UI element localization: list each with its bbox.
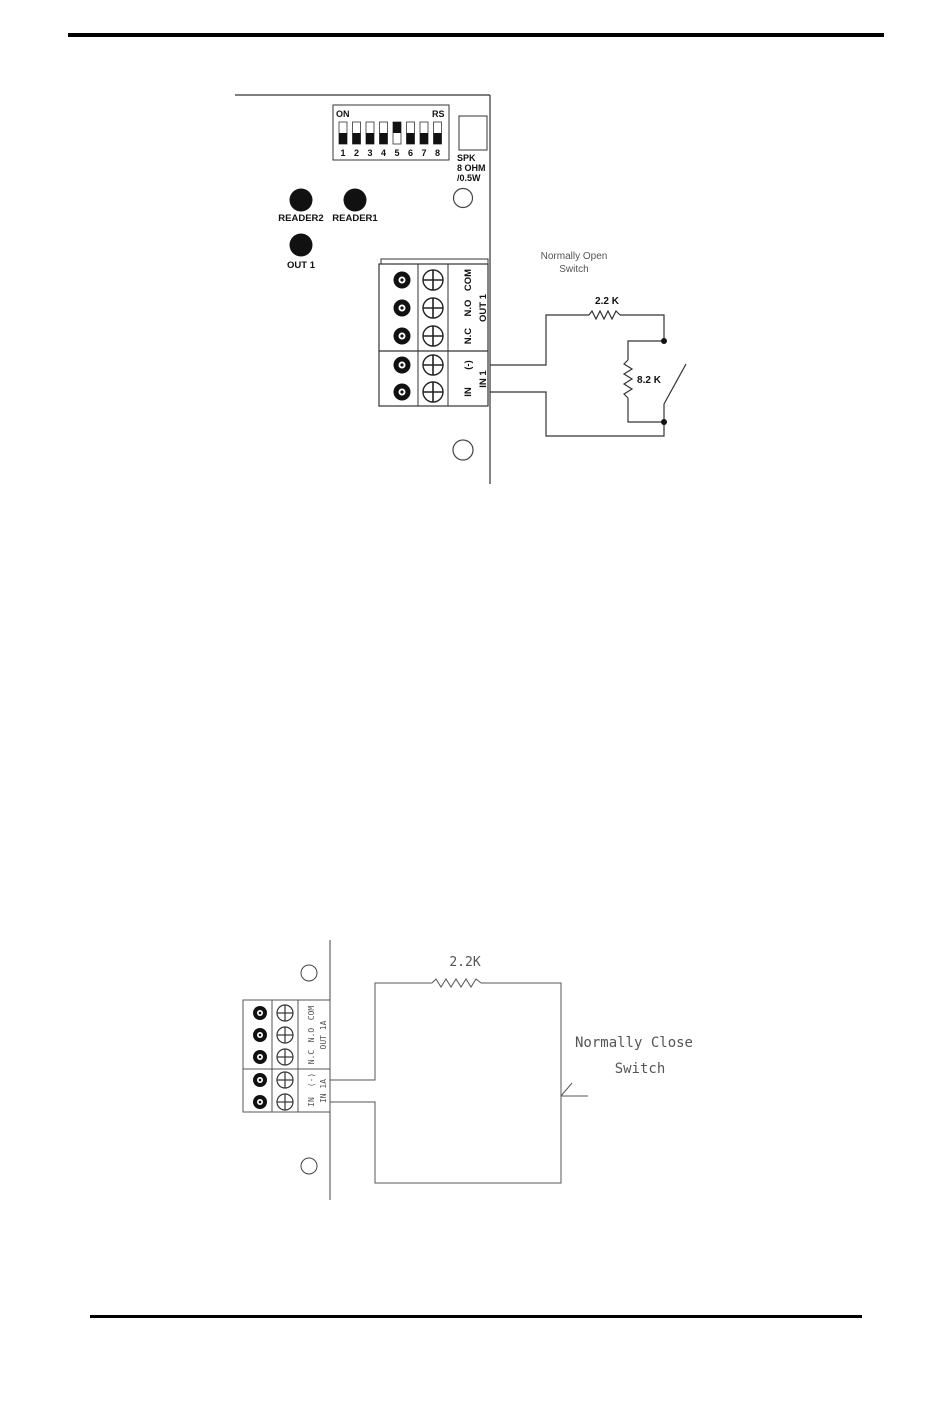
group-label-in1a: IN 1A [319,1079,328,1103]
screw-terminal [423,355,443,375]
mounting-hole [301,965,317,981]
speaker: SPK 8 OHM /0.5W [457,116,487,183]
led-reader2 [290,189,313,212]
wire-terminal [394,357,411,374]
dip-switch-slot [353,122,361,144]
terminal-block: COM N.O N.C (-) IN OUT 1A IN 1A [243,1000,330,1112]
dip-on-label: ON [336,109,350,119]
screw-terminal [423,270,443,290]
group-label-out1: OUT 1 [478,293,489,322]
terminal-label-minus: (-) [307,1073,316,1087]
junction-dot [661,338,667,344]
group-label-out1a: OUT 1A [319,1020,328,1049]
dip-number: 2 [354,148,359,158]
dip-number: 4 [381,148,386,158]
terminal-label-nc: N.C [307,1050,316,1065]
spk-label: SPK [457,153,476,163]
dip-switch-slot [420,122,428,144]
resistor-series-label: 2.2K [449,955,480,970]
normally-open-circuit [490,311,686,436]
wire-terminal [394,272,411,289]
terminal-label-no: N.O [307,1028,316,1043]
led-reader2-label: READER2 [278,213,323,224]
mounting-hole [453,440,473,460]
bottom-diagram: COM N.O N.C (-) IN OUT 1A IN 1A 2.2K Nor… [243,940,693,1200]
dip-number: 3 [367,148,372,158]
dip-switch-slot [434,122,442,144]
screw-terminal [277,1027,293,1043]
dip-switch-slot [407,122,415,144]
mounting-hole [454,189,473,208]
wire-terminal [394,384,411,401]
open-switch-blade [664,364,686,404]
bottom-rule [90,1315,862,1318]
dip-switch-slot [380,122,388,144]
spk-ohm-label: 8 OHM [457,163,486,173]
dip-number: 8 [435,148,440,158]
screw-terminal [277,1094,293,1110]
wire-terminal [253,1073,267,1087]
wire-terminal [394,300,411,317]
switch-note-line2: Switch [559,264,588,275]
resistor-series-label: 2.2 K [595,296,620,307]
terminal-label-com: COM [463,269,474,291]
terminal-label-in: IN [463,387,474,397]
resistor-2-2k [589,311,620,319]
screw-terminal [277,1005,293,1021]
screw-terminal [423,298,443,318]
dip-switch-slot [339,122,347,144]
switch-note-line1: Normally Open [541,251,608,262]
dip-number: 1 [340,148,345,158]
mounting-hole [301,1158,317,1174]
terminal-label-com: COM [307,1006,316,1021]
resistor-2-2k [432,979,481,987]
terminal-block: COM N.O N.C (-) IN OUT 1 IN 1 [379,259,489,406]
dip-rs-label: RS [432,109,445,119]
switch-note-line2: Switch [615,1061,666,1077]
screw-terminal [423,326,443,346]
resistor-parallel-label: 8.2 K [637,375,662,386]
terminal-label-in: IN [307,1097,316,1107]
terminal-label-nc: N.C [463,328,474,345]
switch-note-line1: Normally Close [575,1035,693,1051]
led-reader1-label: READER1 [332,213,378,224]
wire-terminal [253,1006,267,1020]
led-reader1 [344,189,367,212]
terminal-label-no: N.O [463,300,474,317]
dip-number: 6 [408,148,413,158]
wire-terminal [253,1095,267,1109]
wire-terminal [394,328,411,345]
led-out1-label: OUT 1 [287,260,316,271]
screw-terminal [277,1049,293,1065]
dip-switch-slot [393,122,401,144]
screw-terminal [277,1072,293,1088]
dip-switch-slot [366,122,374,144]
screw-terminal [423,382,443,402]
resistor-8-2k [624,360,632,398]
dip-number: 7 [421,148,426,158]
spk-watt-label: /0.5W [457,173,481,183]
normally-close-circuit [330,979,588,1183]
dip-number: 5 [394,148,399,158]
junction-dot [661,419,667,425]
terminal-label-minus: (-) [463,360,474,370]
closed-switch-mark [561,1083,572,1096]
led-out1 [290,234,313,257]
wire-terminal [253,1050,267,1064]
group-label-in1: IN 1 [478,370,489,388]
wire-terminal [253,1028,267,1042]
